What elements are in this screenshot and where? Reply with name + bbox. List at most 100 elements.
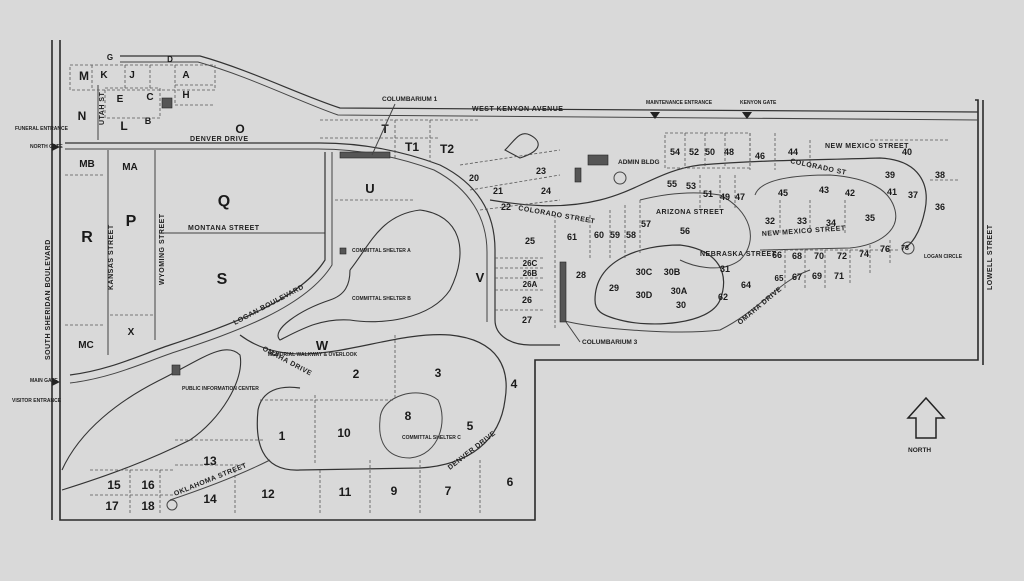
section-30B: 30B (664, 267, 681, 277)
label-omaha-drive-east: OMAHA DRIVE (737, 286, 784, 327)
label-kenyon-gate: KENYON GATE (740, 100, 777, 106)
oklahoma-road (169, 459, 271, 501)
logan-boulevard-road (69, 152, 326, 376)
section-28: 28 (576, 270, 586, 280)
section-49: 49 (720, 192, 730, 202)
label-funeral-entrance: FUNERAL ENTRANCE (15, 126, 69, 132)
section-5: 5 (467, 419, 474, 433)
section-26: 26 (522, 295, 532, 305)
section-C: C (146, 92, 153, 103)
section-17: 17 (105, 499, 119, 513)
section-4: 4 (511, 377, 518, 391)
section-37: 37 (908, 190, 918, 200)
section-48: 48 (724, 147, 734, 157)
section-25: 25 (525, 236, 535, 246)
lot-lines (65, 64, 960, 515)
section-MC: MC (78, 340, 94, 351)
label-columbarium-3: COLUMBARIUM 3 (582, 339, 638, 346)
section-42: 42 (845, 188, 855, 198)
label-new-mexico: NEW MEXICO STREET (825, 143, 909, 150)
label-denver-drive: DENVER DRIVE (190, 136, 249, 143)
section-30C: 30C (636, 267, 653, 277)
denver-drive-road (65, 142, 560, 346)
section-V: V (476, 270, 485, 285)
label-kansas: KANSAS STREET (108, 224, 115, 290)
label-shelter-b: COMMITTAL SHELTER B (352, 296, 411, 302)
section-16: 16 (141, 478, 155, 492)
section-68: 68 (792, 251, 802, 261)
new-mexico-road (754, 174, 897, 251)
section-3: 3 (435, 366, 442, 380)
street-labels: WEST KENYON AVENUE DENVER DRIVE MONTANA … (45, 91, 994, 497)
label-admin-bldg: ADMIN BLDG (618, 159, 660, 166)
section-D: D (167, 55, 173, 64)
section-22: 22 (501, 202, 511, 212)
maintenance-arrow-icon (650, 112, 660, 119)
label-logan-boulevard: LOGAN BOULEVARD (233, 284, 306, 327)
omaha-drive-road (239, 334, 507, 471)
label-north-gate: NORTH GATE (30, 144, 63, 150)
omaha-drive-east-road (559, 269, 811, 333)
north-compass: NORTH (906, 396, 946, 454)
section-U: U (365, 181, 374, 196)
section-54: 54 (670, 147, 680, 157)
section-21: 21 (493, 186, 503, 196)
label-columbarium-1: COLUMBARIUM 1 (382, 96, 438, 103)
section-47: 47 (735, 192, 745, 202)
admin-circle (613, 171, 627, 185)
section-1: 1 (279, 429, 286, 443)
section-52: 52 (689, 147, 699, 157)
section-26C: 26C (523, 259, 538, 268)
section-R: R (81, 229, 93, 246)
section-65: 65 (775, 274, 784, 283)
label-south-sheridan: SOUTH SHERIDAN BOULEVARD (45, 239, 52, 360)
section-74: 74 (859, 249, 869, 259)
inner-loop-road (379, 392, 443, 459)
loop-30-road (594, 244, 725, 325)
columbarium-3-building (559, 261, 567, 323)
section-57: 57 (641, 219, 651, 229)
section-G: G (107, 53, 113, 62)
section-26A: 26A (523, 280, 538, 289)
section-43: 43 (819, 185, 829, 195)
section-41: 41 (887, 187, 897, 197)
section-18: 18 (141, 499, 155, 513)
shelter-a-building (339, 247, 347, 255)
label-wyoming: WYOMING STREET (159, 213, 166, 285)
section-34: 34 (826, 218, 836, 228)
section-6: 6 (507, 475, 514, 489)
section-X: X (128, 327, 135, 338)
section-A: A (182, 70, 189, 81)
section-30A: 30A (671, 286, 688, 296)
oklahoma-cul-de-sac (166, 499, 178, 511)
section-59: 59 (610, 230, 620, 240)
section-23: 23 (536, 166, 546, 176)
section-64: 64 (741, 280, 751, 290)
kenyon-avenue-road (120, 55, 979, 113)
columbarium-3-leader (565, 321, 581, 343)
section-56: 56 (680, 226, 690, 236)
section-69: 69 (812, 271, 822, 281)
admin-building (587, 154, 609, 166)
section-31: 31 (720, 264, 730, 274)
section-MB: MB (79, 159, 95, 170)
section-P: P (126, 213, 137, 230)
section-20: 20 (469, 173, 479, 183)
section-72: 72 (837, 251, 847, 261)
stream-outline (504, 133, 539, 159)
section-10: 10 (337, 426, 351, 440)
section-33: 33 (797, 216, 807, 226)
section-44: 44 (788, 147, 798, 157)
label-lowell: LOWELL STREET (987, 224, 994, 290)
label-memorial-walkway: MEMORIAL WALKWAY & OVERLOOK (268, 352, 357, 358)
property-boundary (59, 40, 979, 521)
section-36: 36 (935, 202, 945, 212)
section-38: 38 (935, 170, 945, 180)
label-maintenance-entrance: MAINTENANCE ENTRANCE (646, 100, 713, 106)
admin-building-2 (574, 167, 582, 183)
label-new-mexico-lower: NEW MEXICO STREET (762, 225, 846, 238)
section-58: 58 (626, 230, 636, 240)
section-40: 40 (902, 147, 912, 157)
label-main-gate: MAIN GATE (30, 378, 58, 384)
